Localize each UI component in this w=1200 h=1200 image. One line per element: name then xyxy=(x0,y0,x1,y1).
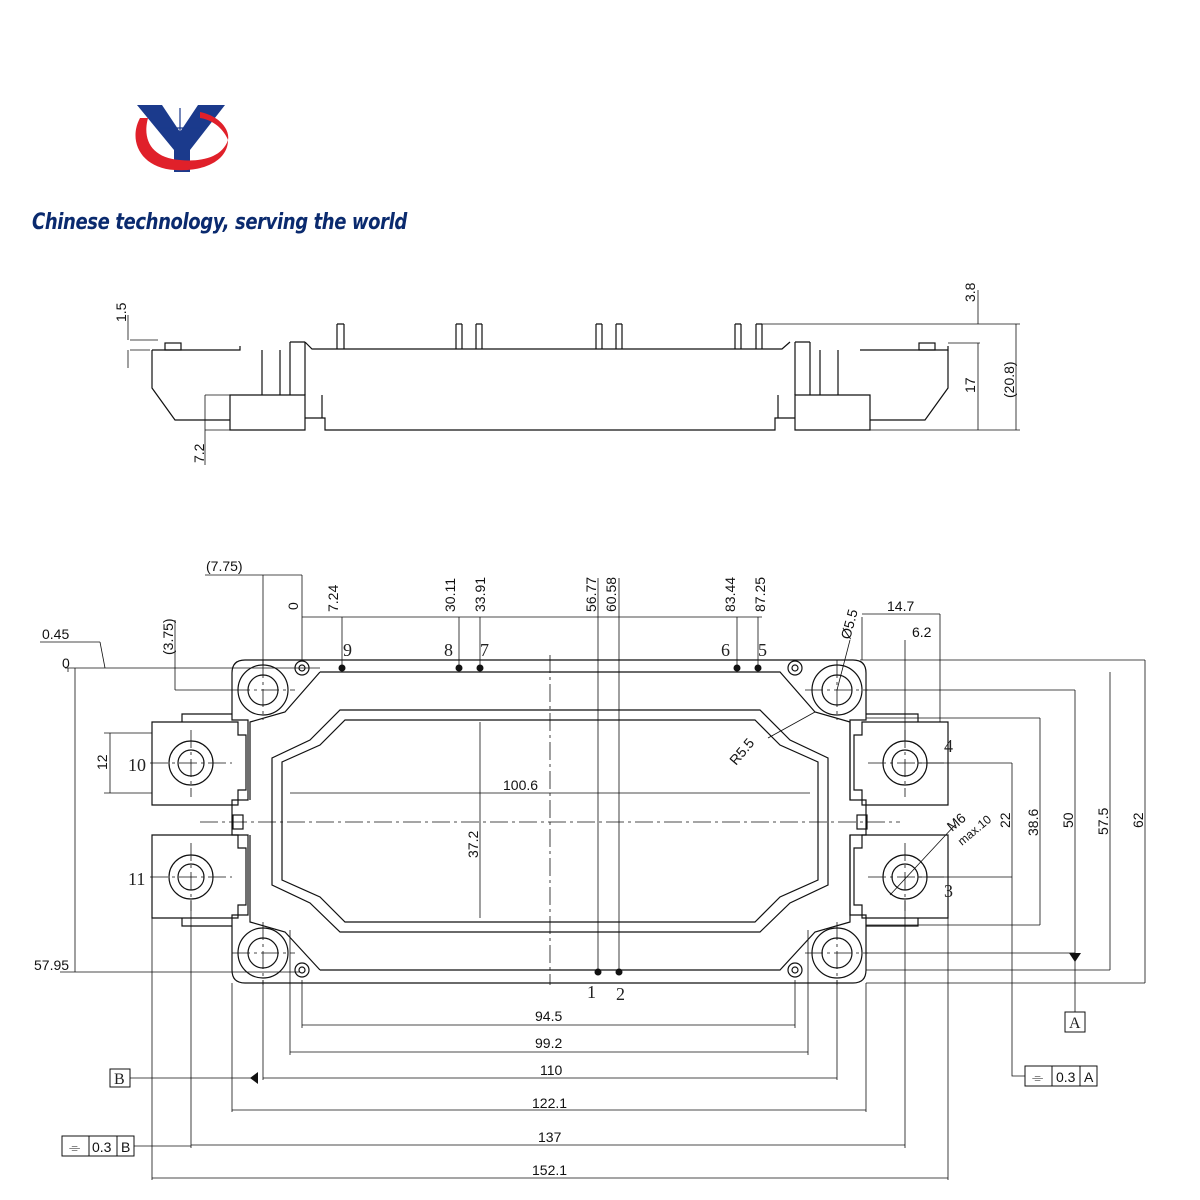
dim-0-left: 0 xyxy=(62,655,70,671)
dim-57-95: 57.95 xyxy=(34,957,69,973)
side-view xyxy=(127,290,1020,465)
dim-6-2: 6.2 xyxy=(912,624,932,640)
pin-labels: 9 8 7 6 5 4 10 11 3 1 2 xyxy=(128,640,953,1004)
tol-a-value: 0.3 xyxy=(1056,1069,1076,1085)
dim-0-top: 0 xyxy=(285,602,301,610)
dim-87-25: 87.25 xyxy=(752,577,768,612)
dim-body-height: 17 xyxy=(962,377,978,393)
right-dim-labels: 14.7 6.2 Ø5.5 R5.5 M6 max.10 22 38.6 50 … xyxy=(726,598,1146,848)
dim-total-height: (20.8) xyxy=(1001,361,1017,398)
pin-10: 10 xyxy=(128,755,146,775)
dim-57-5: 57.5 xyxy=(1095,808,1111,835)
dim-122-1: 122.1 xyxy=(532,1095,567,1111)
datum-b-label: B xyxy=(114,1071,125,1088)
dim-12: 12 xyxy=(94,754,110,770)
dim-152-1: 152.1 xyxy=(532,1162,567,1178)
datum-labels: A B ⌯ 0.3 A ⌯ 0.3 B xyxy=(69,1015,1094,1155)
left-dim-labels: (3.75) 0.45 0 12 57.95 xyxy=(34,618,176,973)
brand-logo xyxy=(135,105,229,172)
pin-1: 1 xyxy=(587,982,596,1002)
datum-frames xyxy=(61,1011,1098,1157)
dim-33-91: 33.91 xyxy=(472,577,488,612)
dim-3-75: (3.75) xyxy=(160,618,176,655)
datum-a-label: A xyxy=(1069,1015,1081,1032)
dim-7-75: (7.75) xyxy=(206,558,243,574)
datum-b-arrow xyxy=(250,1072,258,1084)
dim-38-6: 38.6 xyxy=(1025,809,1041,836)
dim-7-24: 7.24 xyxy=(325,585,341,612)
pin-6: 6 xyxy=(721,640,730,660)
brand-tagline: Chinese technology, serving the world xyxy=(32,210,407,235)
dim-pin-above: 3.8 xyxy=(962,282,978,302)
dim-dia-5-5: Ø5.5 xyxy=(837,607,860,641)
dim-100-6: 100.6 xyxy=(503,777,538,793)
side-view-labels: 1.5 7.2 3.8 17 (20.8) xyxy=(113,282,1017,463)
dim-56-77: 56.77 xyxy=(583,577,599,612)
arrow-heads xyxy=(250,953,1081,1084)
tol-b-value: 0.3 xyxy=(92,1139,112,1155)
top-dim-labels: (7.75) 0 7.24 30.11 33.91 56.77 60.58 83… xyxy=(206,558,768,612)
dim-99-2: 99.2 xyxy=(535,1035,562,1051)
tol-a-datum: A xyxy=(1084,1069,1094,1085)
pin-7: 7 xyxy=(480,640,489,660)
dim-lead-thickness: 1.5 xyxy=(113,302,129,322)
dim-60-58: 60.58 xyxy=(603,577,619,612)
logo-swoosh xyxy=(135,118,228,171)
dim-22: 22 xyxy=(997,812,1013,828)
bottom-dim-labels: 94.5 99.2 110 122.1 137 152.1 xyxy=(532,1008,567,1178)
dim-137: 137 xyxy=(538,1129,562,1145)
datum-a-arrow xyxy=(1069,953,1081,962)
dim-r-5-5: R5.5 xyxy=(726,735,757,768)
dim-94-5: 94.5 xyxy=(535,1008,562,1024)
tol-b-symbol: ⌯ xyxy=(69,1139,80,1155)
logo-y-shape xyxy=(137,105,225,172)
pin-3: 3 xyxy=(944,881,953,901)
dim-50: 50 xyxy=(1060,812,1076,828)
dim-37-2: 37.2 xyxy=(465,831,481,858)
dimension-lines xyxy=(40,574,1146,1180)
dim-30-11: 30.11 xyxy=(442,578,458,612)
tol-b-datum: B xyxy=(121,1139,130,1155)
pin-2: 2 xyxy=(616,984,625,1004)
pin-9: 9 xyxy=(343,640,352,660)
dim-0-45: 0.45 xyxy=(42,626,69,642)
dim-base-height: 7.2 xyxy=(191,443,207,463)
dim-14-7: 14.7 xyxy=(887,598,914,614)
dim-62: 62 xyxy=(1130,812,1146,828)
dim-110: 110 xyxy=(540,1062,563,1078)
pin-8: 8 xyxy=(444,640,453,660)
center-dim-labels: 100.6 37.2 xyxy=(465,777,538,858)
pin-11: 11 xyxy=(128,869,145,889)
pin-5: 5 xyxy=(758,640,767,660)
tol-a-symbol: ⌯ xyxy=(1032,1069,1043,1085)
center-lines xyxy=(150,655,945,985)
dim-83-44: 83.44 xyxy=(722,577,738,612)
pin-4: 4 xyxy=(944,736,953,756)
